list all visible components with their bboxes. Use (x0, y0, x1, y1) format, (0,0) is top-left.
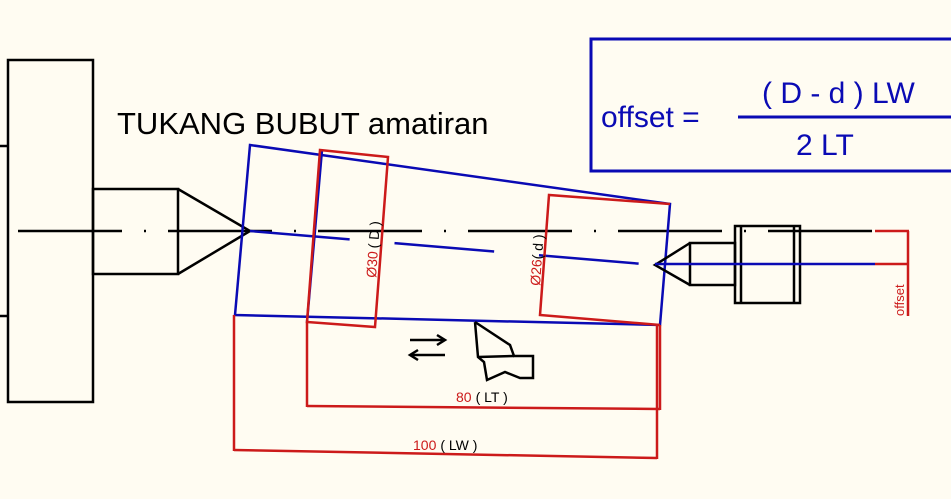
diameter-large-label: Ø30( D ) (363, 221, 383, 279)
offset-dimension: offset (875, 229, 910, 316)
diameter-small-label: Ø26( d ) (527, 234, 547, 286)
lw-dimension: 100( LW ) (232, 315, 659, 460)
formula-box: offset = ( D - d ) LW 2 LT (589, 37, 951, 173)
formula-numerator: ( D - d ) LW (762, 77, 915, 110)
formula-denominator: 2 LT (796, 129, 854, 162)
lw-label: 100( LW ) (413, 437, 477, 453)
feed-arrows-icon (407, 333, 448, 362)
cutting-tool-icon (473, 320, 535, 382)
formula-lhs: offset = (601, 101, 700, 134)
lt-dimension: 80( LT ) (305, 322, 662, 411)
lt-label: 80( LT ) (456, 389, 508, 405)
offset-label: offset (892, 284, 907, 316)
title: TUKANG BUBUT amatiran (117, 106, 489, 141)
tailstock (652, 224, 875, 305)
